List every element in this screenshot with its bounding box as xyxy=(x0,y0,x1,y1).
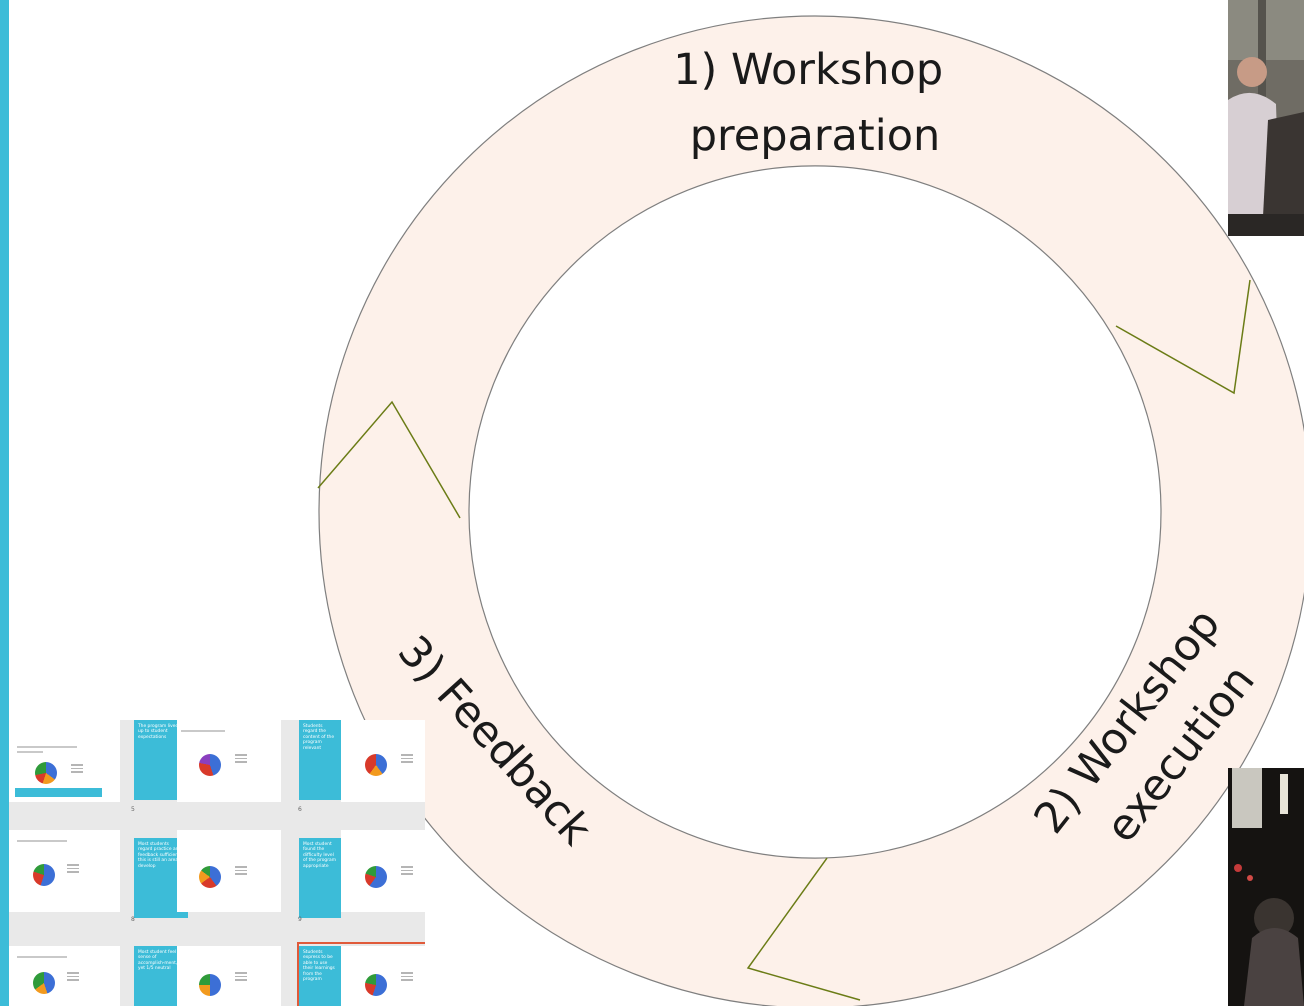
report-chart-slide xyxy=(177,946,281,1006)
feedback-report-thumbnail: The program lived up to student expectat… xyxy=(9,720,425,1006)
preparation-photo-image xyxy=(1228,0,1304,236)
execution-photo-image xyxy=(1228,768,1304,1006)
report-slide-4: Most student found the difficulty level … xyxy=(299,838,341,918)
report-slide-5-text: Most student feel a sense of accomplish-… xyxy=(138,950,181,972)
report-chart-slide xyxy=(9,830,120,912)
pie-chart-icon xyxy=(365,866,387,888)
pie-chart-icon xyxy=(33,864,55,886)
pie-chart-icon xyxy=(365,974,387,996)
report-slide-6: Students express to be able to use their… xyxy=(299,946,341,1006)
workshop-preparation-photo xyxy=(1228,0,1304,236)
pie-chart-icon xyxy=(33,972,55,994)
workshop-execution-photo xyxy=(1228,768,1304,1006)
cycle-arrow-left xyxy=(317,400,461,519)
cycle-arrow-bottom xyxy=(746,857,861,1001)
report-chart-slide xyxy=(9,946,120,1006)
pie-chart-icon xyxy=(199,866,221,888)
report-page-number: 9 xyxy=(298,916,302,923)
stage-1-line2: preparation xyxy=(690,111,941,161)
report-chart-slide xyxy=(341,720,425,802)
report-slide-6-text: Students express to be able to use their… xyxy=(303,950,335,983)
pie-chart-icon xyxy=(199,754,221,776)
report-slide-2: Students regard the content of the progr… xyxy=(299,720,341,800)
pie-chart-icon xyxy=(365,754,387,776)
report-slide-4-text: Most student found the difficulty level … xyxy=(303,842,336,869)
report-chart-slide xyxy=(177,830,281,912)
pie-chart-icon xyxy=(35,762,57,784)
report-page-number: 5 xyxy=(131,806,135,813)
report-chart-slide xyxy=(9,720,120,802)
selected-slide-outline xyxy=(297,942,425,1006)
cycle-ring xyxy=(318,15,1304,1006)
pie-chart-icon xyxy=(199,974,221,996)
report-slide-1-text: The program lived up to student expectat… xyxy=(138,724,179,740)
stage-1-line1: 1) Workshop xyxy=(673,45,943,95)
report-chart-slide xyxy=(177,720,281,802)
report-page-number: 8 xyxy=(131,916,135,923)
report-slide-2-text: Students regard the content of the progr… xyxy=(303,724,335,751)
report-chart-slide xyxy=(341,830,425,912)
accent-bar xyxy=(0,0,9,1006)
cycle-arrow-right xyxy=(1115,279,1251,395)
report-chart-slide xyxy=(341,946,425,1006)
report-page-number: 6 xyxy=(298,806,302,813)
stage-1-label: 1) Workshop preparation xyxy=(673,45,957,161)
report-slide-3-text: Most students regard practice and feedba… xyxy=(138,842,184,869)
